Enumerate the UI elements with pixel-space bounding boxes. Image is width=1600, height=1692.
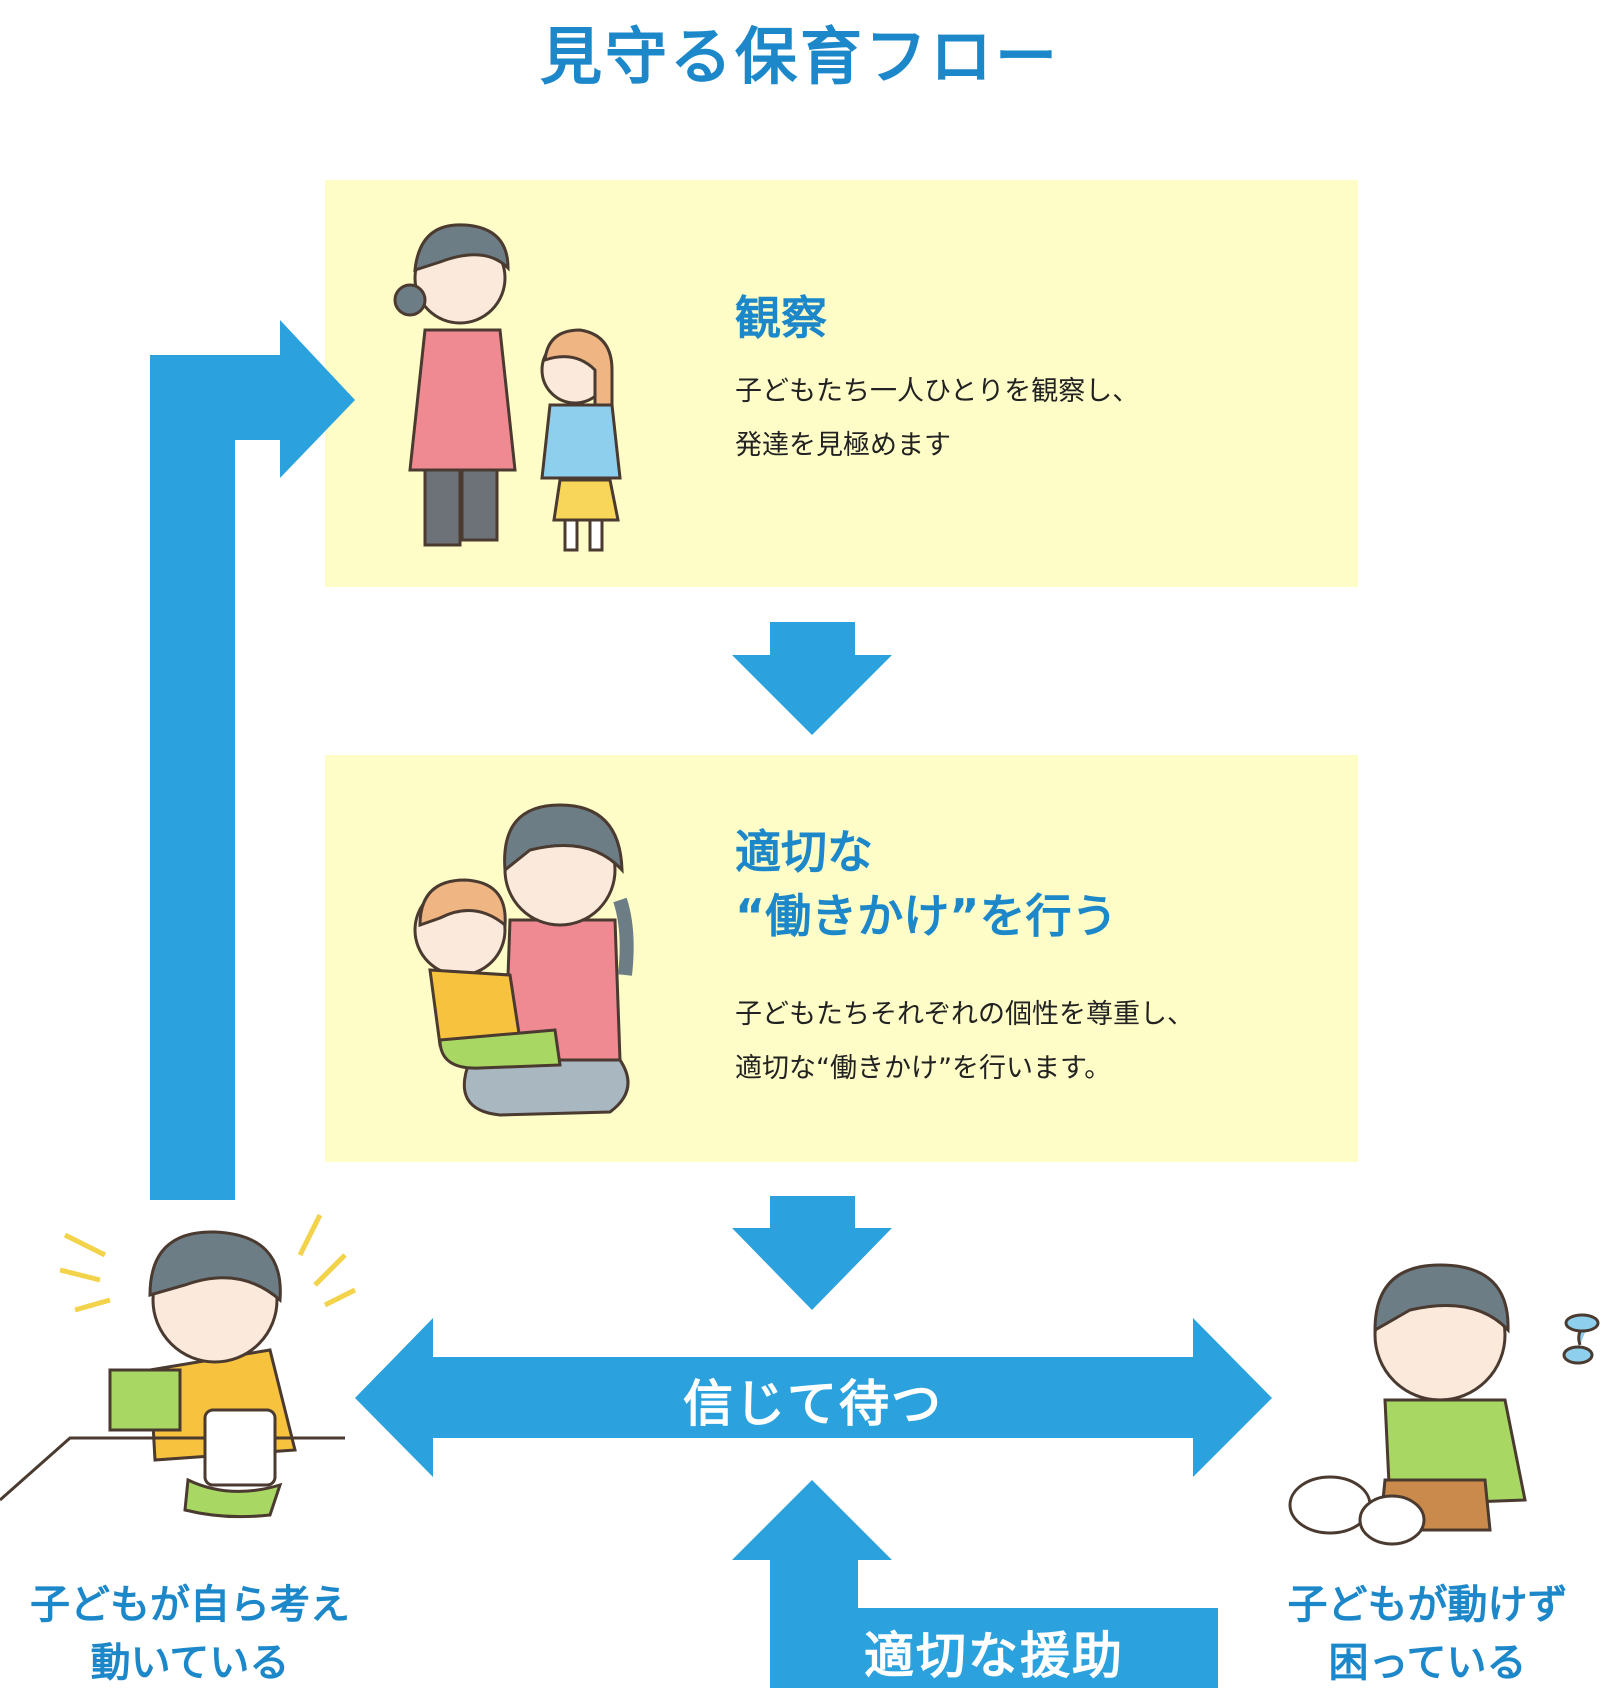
caregiver-hugging-illustration — [413, 803, 634, 1117]
step-action-heading: 適切な “働きかけ”を行う — [735, 825, 1118, 943]
loop-back-arrow — [150, 320, 355, 1200]
wait-double-arrow — [355, 1318, 1272, 1477]
down-arrow-1 — [732, 622, 892, 735]
wait-label: 信じて待つ — [683, 1375, 943, 1433]
step-observe-description: 子どもたち一人ひとりを観察し、 発達を見極めます — [735, 376, 1140, 461]
left-outcome-caption: 子どもが自ら考え 動いている — [30, 1582, 350, 1686]
step-observe-heading: 観察 — [735, 291, 827, 345]
right-outcome-caption: 子どもが動けず 困っている — [1287, 1582, 1568, 1686]
step-action-description: 子どもたちそれぞれの個性を尊重し、 適切な“働きかけ”を行います。 — [735, 999, 1194, 1084]
worried-child-illustration — [1288, 1263, 1600, 1546]
page-title: 見守る保育フロー — [539, 20, 1060, 93]
support-up-arrow — [732, 1480, 1218, 1688]
down-arrow-2 — [732, 1196, 892, 1310]
caregiver-observing-illustration — [393, 223, 622, 552]
support-label: 適切な援助 — [864, 1627, 1124, 1685]
child-pouring-illustration — [0, 1213, 357, 1519]
